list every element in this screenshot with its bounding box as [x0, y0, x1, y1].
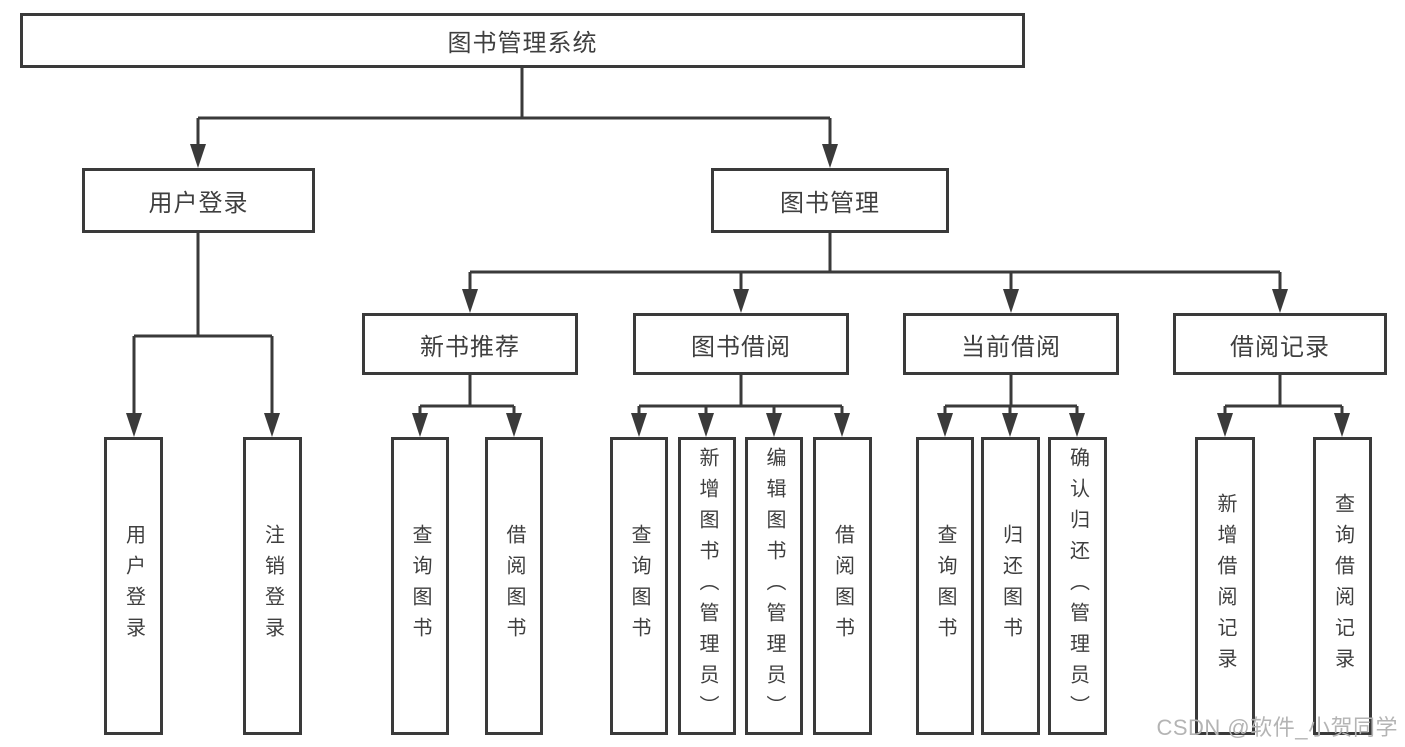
leaf-borrow-books-label: 借阅图书: [831, 524, 854, 648]
node-root: 图书管理系统: [20, 13, 1025, 68]
leaf-edit-books-admin-label: 编辑图书（管理员）: [763, 446, 785, 726]
leaf-borrow-query-books: 查询图书: [610, 437, 668, 735]
node-current-borrow: 当前借阅: [903, 313, 1119, 375]
leaf-newbook-query-books-label: 查询图书: [409, 524, 431, 648]
watermark: CSDN @软件_小贺同学: [1156, 715, 1398, 740]
node-book-borrow-label: 图书借阅: [691, 333, 791, 361]
node-new-book-recommend-label: 新书推荐: [420, 333, 520, 361]
leaf-user-login-label: 用户登录: [122, 524, 145, 648]
leaf-user-login: 用户登录: [104, 437, 163, 735]
leaf-logout-label: 注销登录: [261, 524, 284, 648]
leaf-query-borrow-record: 查询借阅记录: [1313, 437, 1372, 735]
leaf-query-borrow-record-label: 查询借阅记录: [1331, 493, 1354, 679]
node-user-login-label: 用户登录: [148, 190, 249, 217]
leaf-add-borrow-record-label: 新增借阅记录: [1214, 493, 1236, 679]
node-root-label: 图书管理系统: [447, 30, 598, 57]
leaf-return-books-label: 归还图书: [999, 524, 1022, 648]
node-user-login: 用户登录: [82, 168, 315, 233]
leaf-add-borrow-record: 新增借阅记录: [1195, 437, 1255, 735]
node-current-borrow-label: 当前借阅: [961, 333, 1061, 361]
leaf-return-books: 归还图书: [981, 437, 1040, 735]
leaf-newbook-borrow-books: 借阅图书: [485, 437, 543, 735]
leaf-borrow-query-books-label: 查询图书: [628, 524, 650, 648]
leaf-borrow-books: 借阅图书: [813, 437, 872, 735]
leaf-logout: 注销登录: [243, 437, 302, 735]
arrowheads: [126, 144, 1350, 437]
node-borrow-records-label: 借阅记录: [1230, 333, 1330, 361]
leaf-newbook-borrow-books-label: 借阅图书: [503, 524, 525, 648]
leaf-confirm-return-admin-label: 确认归还（管理员）: [1066, 446, 1089, 726]
node-new-book-recommend: 新书推荐: [362, 313, 578, 375]
leaf-current-query-books-label: 查询图书: [934, 524, 956, 648]
leaf-current-query-books: 查询图书: [916, 437, 974, 735]
leaf-confirm-return-admin: 确认归还（管理员）: [1048, 437, 1107, 735]
node-book-management-label: 图书管理: [780, 190, 880, 217]
leaf-newbook-query-books: 查询图书: [391, 437, 449, 735]
node-book-management: 图书管理: [711, 168, 949, 233]
leaf-add-books-admin: 新增图书（管理员）: [678, 437, 736, 735]
node-borrow-records: 借阅记录: [1173, 313, 1387, 375]
node-book-borrow: 图书借阅: [633, 313, 849, 375]
leaf-edit-books-admin: 编辑图书（管理员）: [745, 437, 803, 735]
leaf-add-books-admin-label: 新增图书（管理员）: [696, 446, 718, 726]
